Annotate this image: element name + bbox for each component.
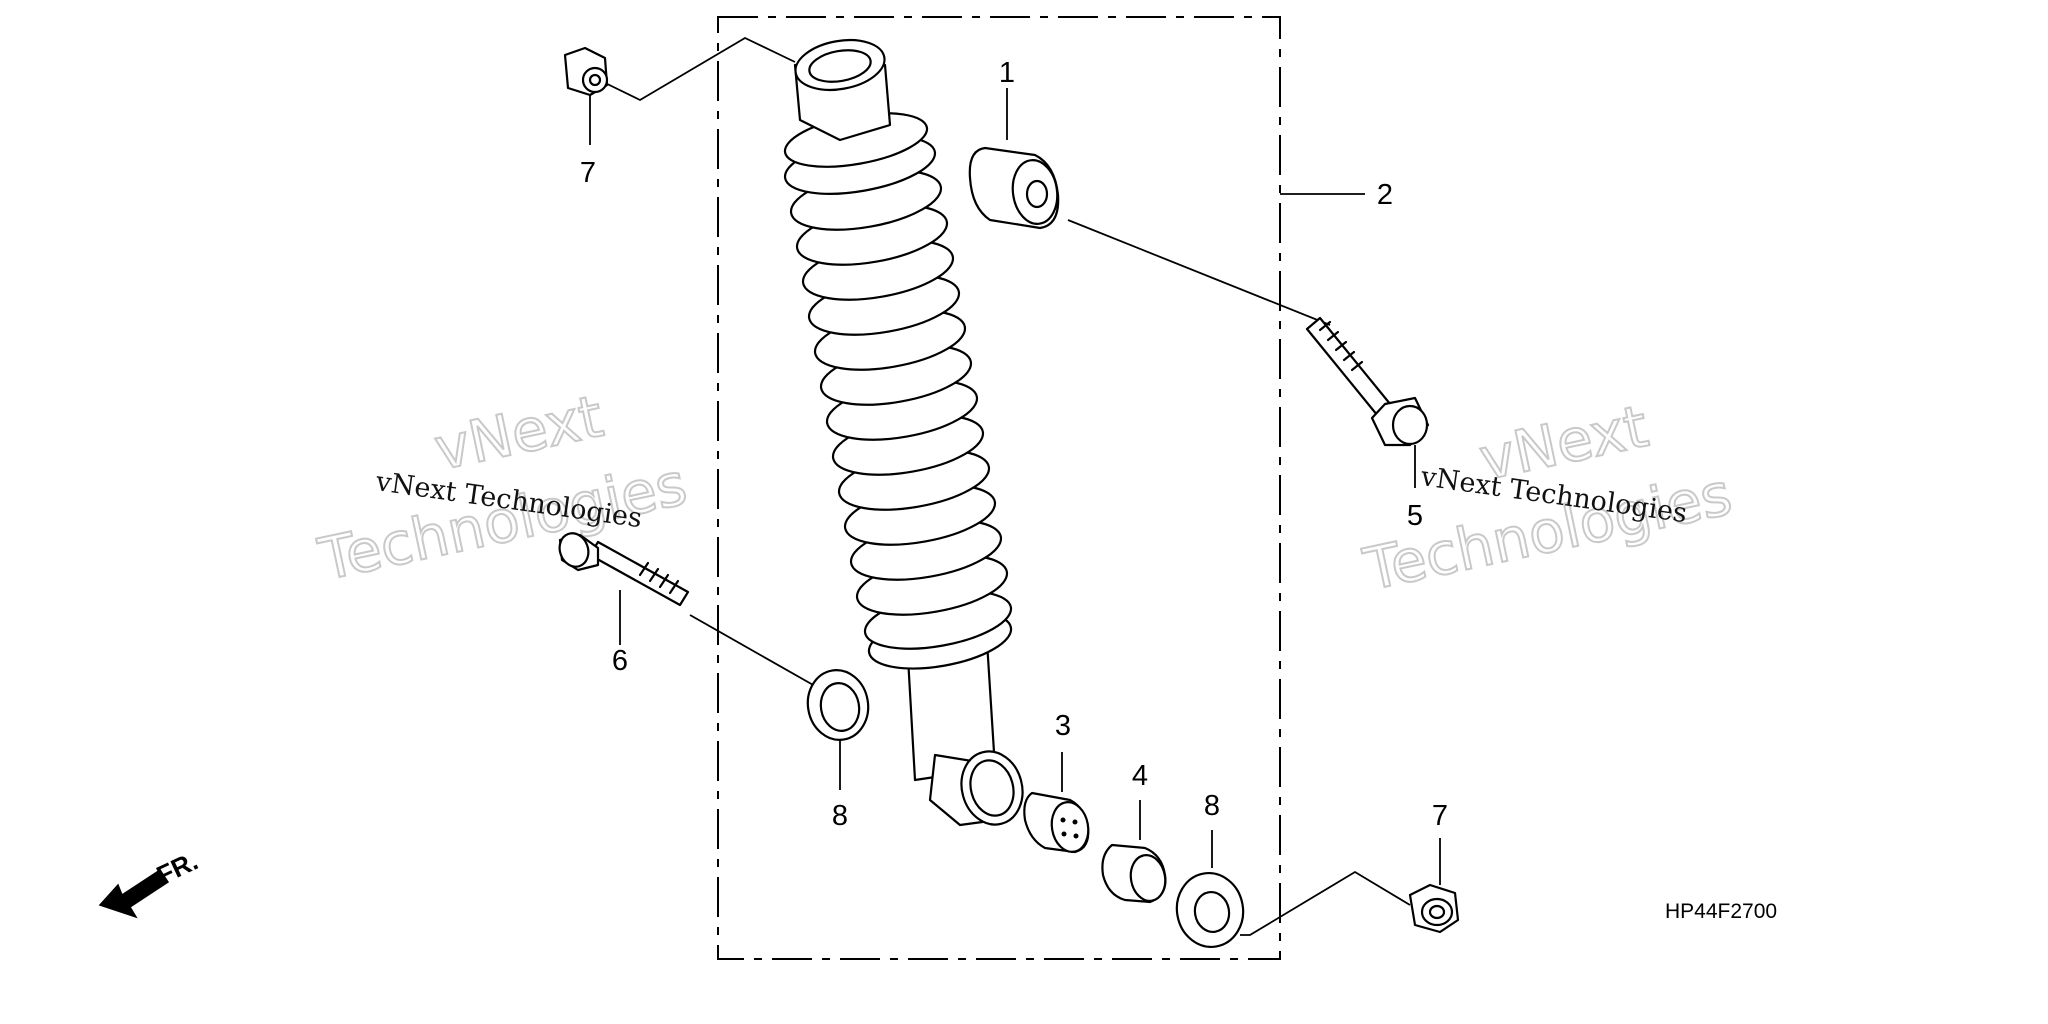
leader-lines [589,36,1441,936]
assembly-frame [717,16,1281,960]
coil-spring [783,112,1013,670]
callout-3: 3 [1055,710,1071,742]
callout-5: 5 [1407,500,1423,532]
arrow-icon [98,868,170,919]
callout-7-bottom: 7 [1432,800,1448,832]
callout-4: 4 [1132,760,1148,792]
nut-bottom [1408,883,1460,934]
collar-left [806,669,870,741]
diagram-code: HP44F2700 [1665,900,1777,923]
callout-8-right: 8 [1204,790,1220,822]
callout-7-top: 7 [580,157,596,189]
bolt-upper [1305,316,1430,447]
bolt-left [558,532,690,607]
front-direction-arrow: FR. [98,846,203,919]
upper-bushing [968,146,1060,230]
callout-2: 2 [1377,179,1393,211]
callout-1: 1 [999,57,1015,89]
watermark-left-big-line1: vNext [429,382,609,484]
inner-bushing [1023,791,1090,854]
collar-middle [1101,843,1167,904]
callout-8-left: 8 [832,800,848,832]
collar-right [1175,872,1245,948]
shock-absorber [783,39,1024,827]
nut-top [563,46,609,97]
callout-6: 6 [612,645,628,677]
